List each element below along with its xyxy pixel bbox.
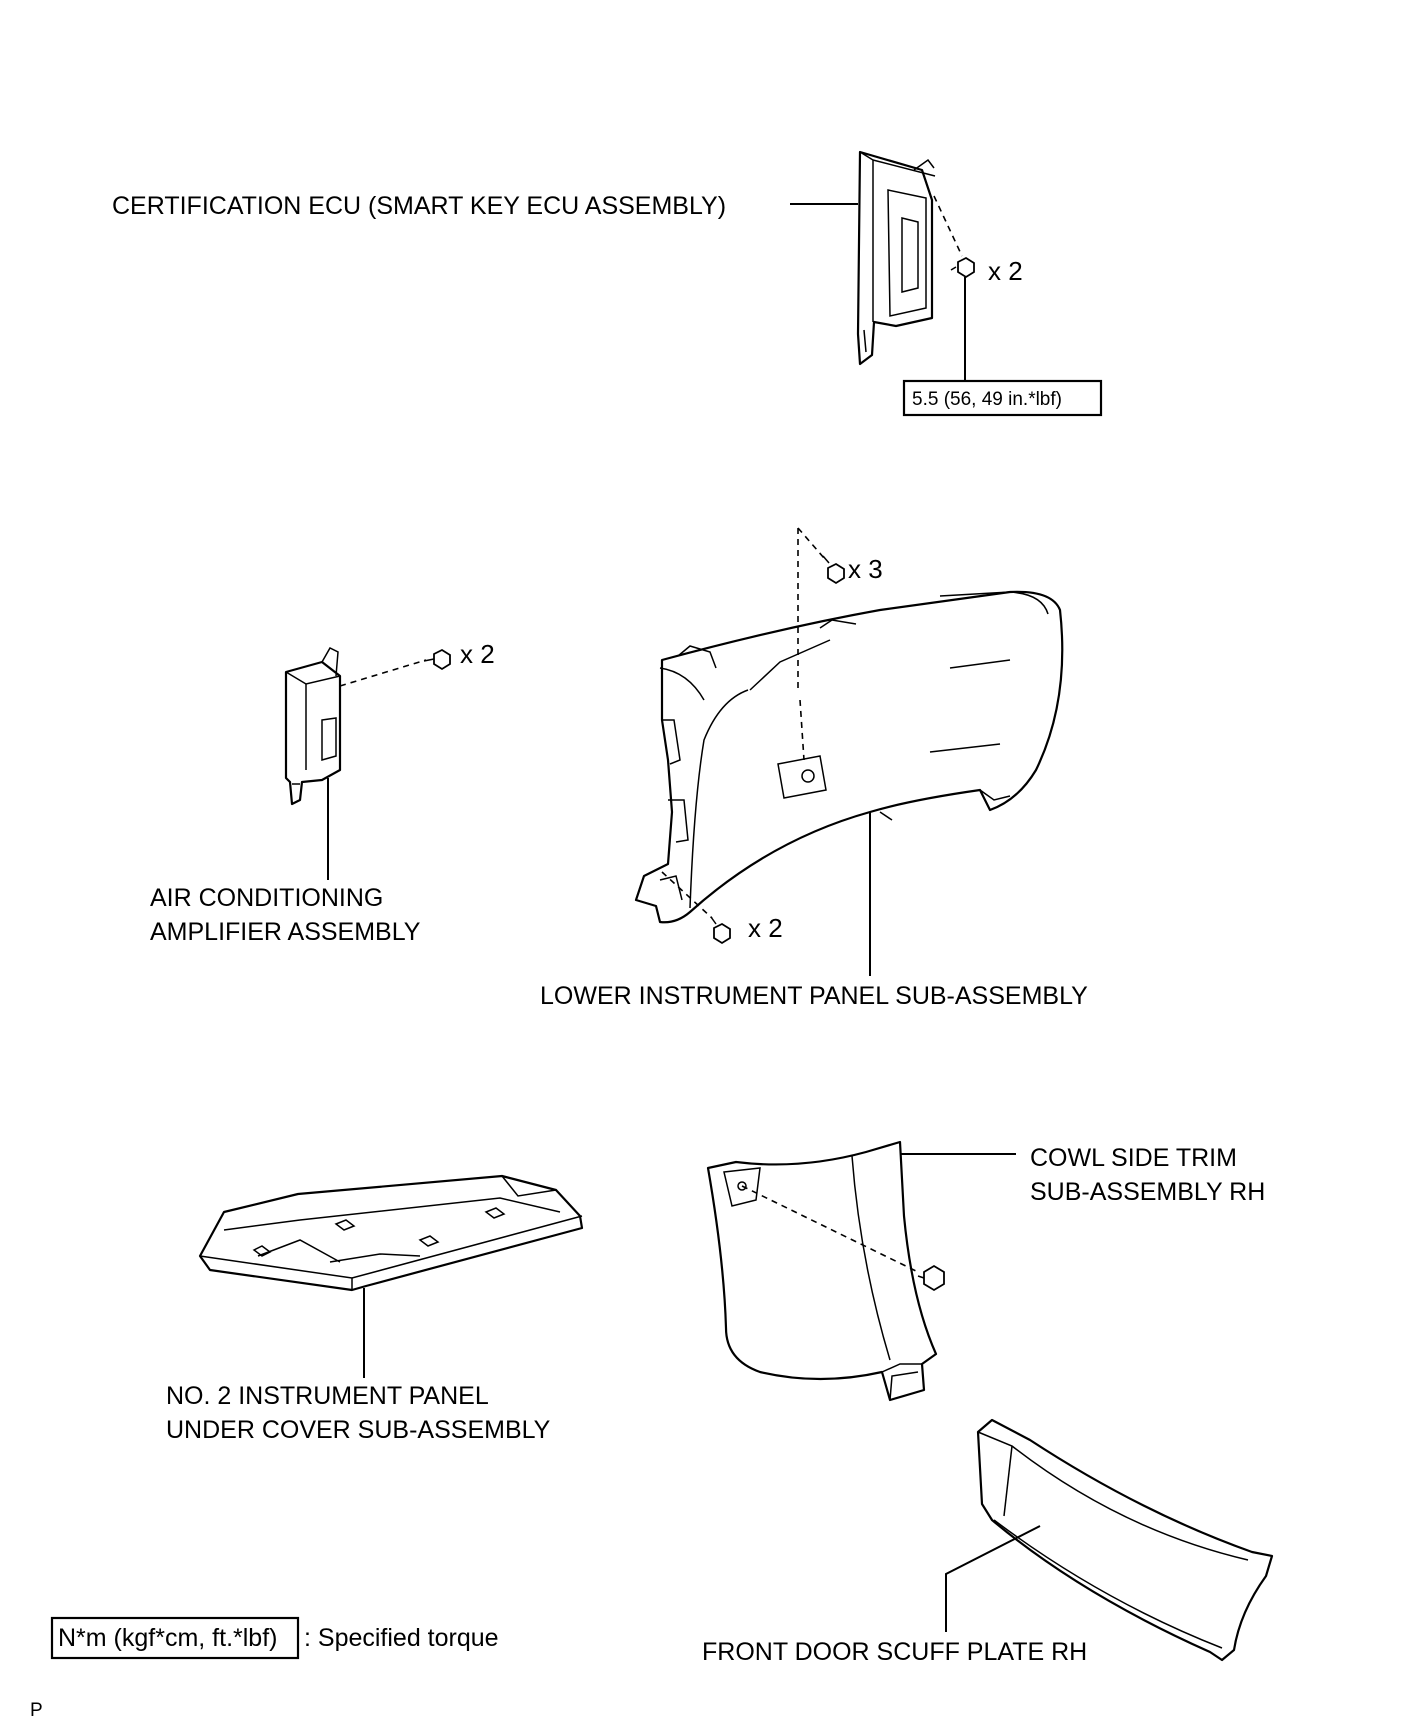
cowl-clip-icon — [917, 1264, 945, 1292]
panel-bottom-screw-quantity: x 2 — [748, 913, 783, 943]
torque-value: 5.5 (56, 49 in.*lbf) — [912, 389, 1062, 410]
ac-amplifier-label-line2: AMPLIFIER ASSEMBLY — [150, 918, 421, 946]
torque-box — [902, 379, 1103, 417]
scuff-plate-drawing — [976, 1418, 1274, 1662]
cowl-trim-label-line2: SUB-ASSEMBLY RH — [1030, 1178, 1265, 1206]
scuff-plate-label: FRONT DOOR SCUFF PLATE RH — [702, 1638, 1087, 1666]
ecu-nut-quantity: x 2 — [988, 256, 1023, 286]
panel-top-screw-guide — [797, 527, 825, 761]
under-cover-label-line1: NO. 2 INSTRUMENT PANEL — [166, 1382, 489, 1410]
cowl-trim-label-line1: COWL SIDE TRIM — [1030, 1144, 1237, 1172]
cowl-side-trim-drawing — [706, 1140, 938, 1402]
legend-torque-box — [50, 1616, 300, 1660]
lower-instrument-panel-drawing — [634, 590, 1064, 924]
scuff-leader-line — [945, 1525, 1041, 1632]
ac-nut-quantity: x 2 — [460, 639, 495, 669]
panel-top-screw-icon — [822, 555, 845, 585]
legend-unit: N*m (kgf*cm, ft.*lbf) — [58, 1624, 277, 1652]
panel-bottom-screw-icon — [710, 916, 731, 945]
certification-ecu-drawing — [856, 150, 936, 366]
under-cover-label-line2: UNDER COVER SUB-ASSEMBLY — [166, 1416, 551, 1444]
footer-code: P — [30, 1700, 43, 1721]
certification-ecu-label: CERTIFICATION ECU (SMART KEY ECU ASSEMBL… — [112, 192, 726, 220]
ecu-nut-icon — [950, 256, 975, 279]
ac-nut-icon — [423, 648, 451, 671]
under-cover-drawing — [198, 1174, 584, 1292]
ac-amplifier-drawing — [284, 647, 342, 806]
panel-bottom-screw-guide — [661, 871, 713, 919]
legend-description: : Specified torque — [304, 1624, 499, 1652]
ac-amplifier-label-line1: AIR CONDITIONING — [150, 884, 383, 912]
ecu-nut-guide — [933, 195, 963, 257]
lower-panel-label: LOWER INSTRUMENT PANEL SUB-ASSEMBLY — [540, 982, 1088, 1010]
ac-nut-guide — [339, 659, 427, 687]
panel-top-screw-quantity: x 3 — [848, 554, 883, 584]
